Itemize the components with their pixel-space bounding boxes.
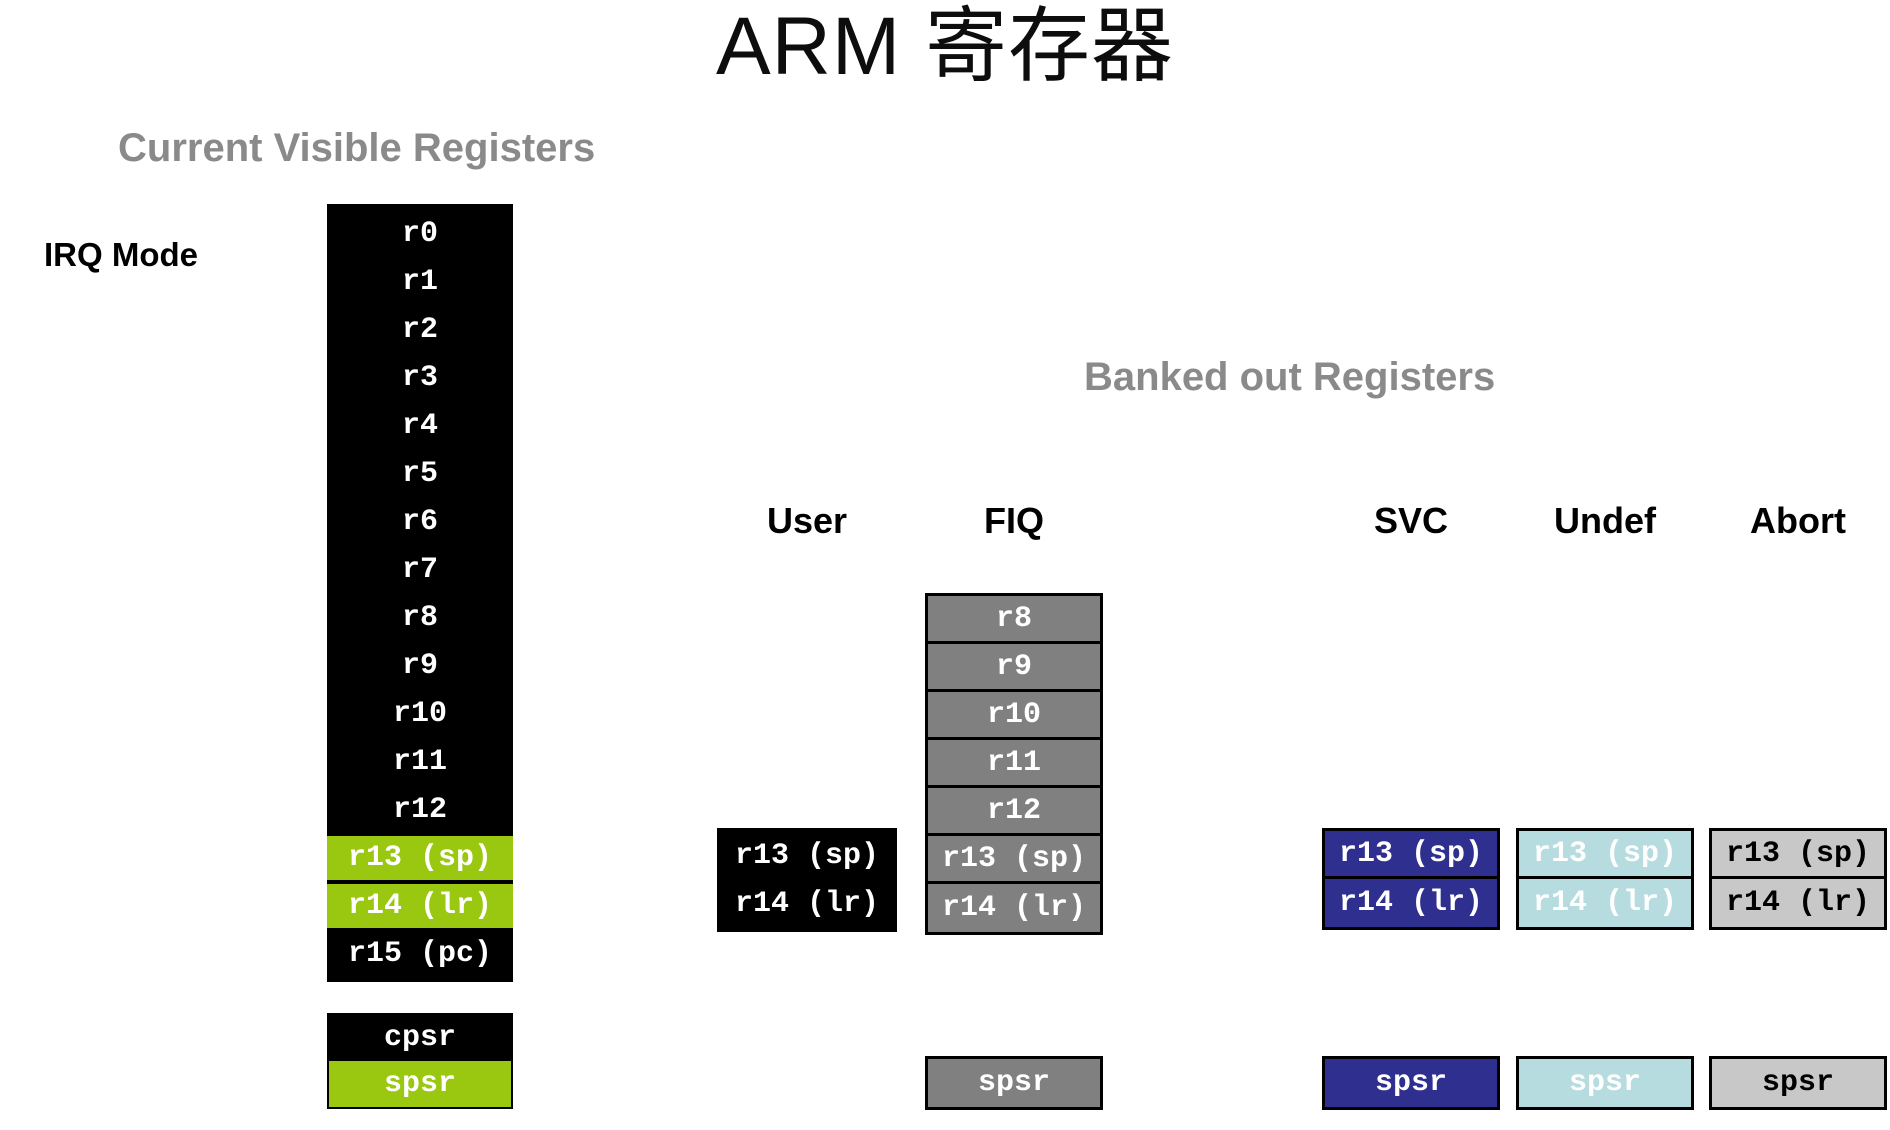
- register-cell: r13 (sp): [717, 832, 897, 880]
- svc-register-column: r13 (sp) r14 (lr): [1322, 828, 1500, 930]
- undef-register-column: r13 (sp) r14 (lr): [1516, 828, 1694, 930]
- register-cell: r3: [327, 354, 513, 402]
- cpsr-cell: cpsr: [329, 1015, 511, 1061]
- register-cell: r14 (lr): [928, 884, 1100, 932]
- register-cell: r6: [327, 498, 513, 546]
- register-cell: r9: [928, 644, 1100, 692]
- register-cell: r11: [327, 738, 513, 786]
- irq-register-column: r0 r1 r2 r3 r4 r5 r6 r7 r8 r9 r10 r11 r1…: [327, 204, 513, 982]
- register-cell: r5: [327, 450, 513, 498]
- register-cell: r10: [327, 690, 513, 738]
- register-cell: r13 (sp): [1519, 831, 1691, 879]
- spsr-cell-svc: spsr: [1322, 1056, 1500, 1110]
- register-cell: r13 (sp): [928, 836, 1100, 884]
- register-cell: r8: [327, 594, 513, 642]
- column-header-fiq: FIQ: [984, 500, 1044, 541]
- section-heading-current-visible: Current Visible Registers: [118, 126, 596, 170]
- fiq-register-column: r8 r9 r10 r11 r12 r13 (sp) r14 (lr): [925, 593, 1103, 935]
- column-header-user: User: [766, 500, 848, 541]
- register-cell: r10: [928, 692, 1100, 740]
- register-cell: r1: [327, 258, 513, 306]
- register-cell: r11: [928, 740, 1100, 788]
- abort-register-column: r13 (sp) r14 (lr): [1709, 828, 1887, 930]
- column-header-svc: SVC: [1373, 500, 1449, 541]
- register-cell: r14 (lr): [1712, 879, 1884, 927]
- register-cell: r9: [327, 642, 513, 690]
- irq-mode-label: IRQ Mode: [44, 236, 198, 273]
- register-cell: r12: [327, 786, 513, 834]
- register-cell: r8: [928, 596, 1100, 644]
- page-title: ARM 寄存器: [715, 1, 1174, 92]
- register-cell: r13 (sp): [1325, 831, 1497, 879]
- register-cell: r15 (pc): [327, 930, 513, 978]
- register-cell: r13 (sp): [1712, 831, 1884, 879]
- register-cell: r0: [327, 210, 513, 258]
- spsr-cell-highlighted: spsr: [329, 1061, 511, 1107]
- section-heading-banked-out: Banked out Registers: [1084, 355, 1496, 399]
- register-cell: r14 (lr): [717, 880, 897, 928]
- spsr-cell-fiq: spsr: [925, 1056, 1103, 1110]
- user-register-column: r13 (sp) r14 (lr): [717, 828, 897, 932]
- register-cell-highlighted: r13 (sp): [327, 834, 513, 882]
- register-cell: r14 (lr): [1325, 879, 1497, 927]
- spsr-cell-undef: spsr: [1516, 1056, 1694, 1110]
- register-cell: r14 (lr): [1519, 879, 1691, 927]
- register-cell: r2: [327, 306, 513, 354]
- register-cell-highlighted: r14 (lr): [327, 882, 513, 930]
- irq-status-register-block: cpsr spsr: [327, 1013, 513, 1109]
- column-header-abort: Abort: [1750, 500, 1846, 541]
- register-cell: r4: [327, 402, 513, 450]
- column-header-undef: Undef: [1554, 500, 1656, 541]
- register-cell: r12: [928, 788, 1100, 836]
- spsr-cell-abort: spsr: [1709, 1056, 1887, 1110]
- register-cell: r7: [327, 546, 513, 594]
